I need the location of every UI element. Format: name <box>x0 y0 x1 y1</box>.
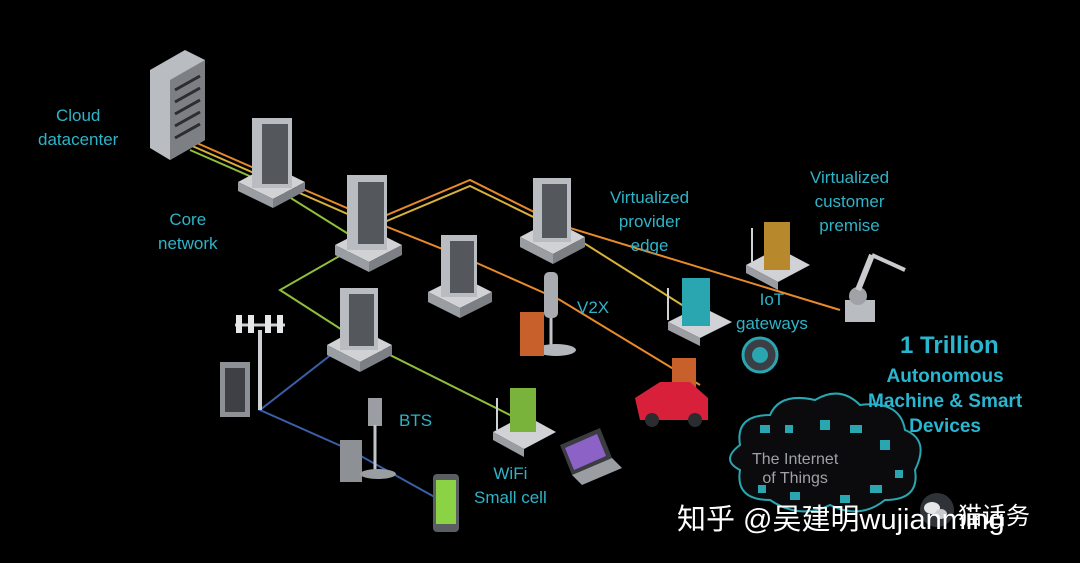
label-bts: BTS <box>399 409 432 433</box>
core-server-1 <box>238 118 305 208</box>
robot-arm <box>845 255 905 322</box>
label-virtualized-customer-premise: Virtualized customer premise <box>810 166 889 238</box>
label-internet-of-things: The Internet of Things <box>752 450 838 488</box>
core-server-2 <box>335 175 402 272</box>
label-core-network: Core network <box>158 208 218 256</box>
v2x-unit <box>520 272 576 356</box>
headline-count: 1 Trillion <box>900 332 999 360</box>
smartphone-icon <box>433 474 459 532</box>
label-virtualized-provider-edge: Virtualized provider edge <box>610 186 689 258</box>
laptop-icon <box>560 428 622 485</box>
car-icon <box>635 382 708 427</box>
link-core-green <box>280 250 520 420</box>
wifi-small-cell <box>493 388 556 457</box>
thermostat-icon <box>743 338 777 372</box>
label-v2x: V2X <box>577 296 609 320</box>
iot-gateway <box>668 278 732 346</box>
bts-pole <box>340 398 396 482</box>
label-wifi-small-cell: WiFi Small cell <box>474 462 547 510</box>
label-iot-gateways: IoT gateways <box>736 288 808 336</box>
customer-premise-box <box>746 222 810 290</box>
cell-tower <box>220 315 285 417</box>
provider-edge-server <box>520 178 585 264</box>
label-cloud-datacenter: Cloud datacenter <box>38 104 118 152</box>
headline-subtitle: Autonomous Machine & Smart Devices <box>868 364 1022 439</box>
watermark-overlay: 猫话务 <box>958 496 1030 531</box>
cloud-datacenter-rack <box>150 50 205 160</box>
watermark-site: 知乎 @吴建明wujianming <box>677 496 1005 538</box>
bts-server <box>327 288 392 372</box>
